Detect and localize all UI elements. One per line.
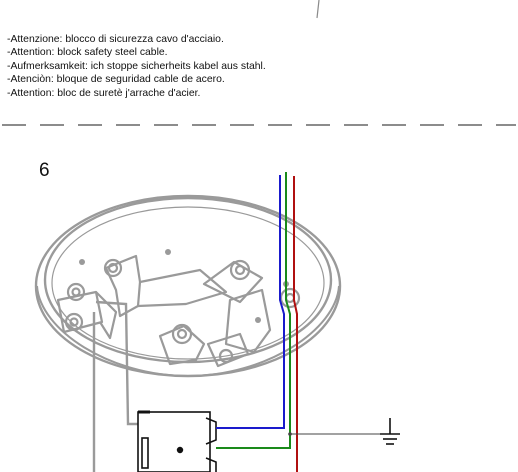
note-english: -Attention: block safety steel cable.	[7, 47, 168, 59]
cable-clamp-brackets	[56, 254, 301, 368]
note-spanish: -Atenciòn: bloque de seguridad cable de …	[7, 74, 225, 86]
wire-blue	[216, 175, 285, 429]
step-number: 6	[39, 160, 50, 181]
wire-green	[216, 172, 291, 449]
wire-red	[293, 176, 298, 472]
note-italian: -Attenzione: blocco di sicurezza cavo d'…	[7, 34, 224, 45]
top-edge-line	[316, 0, 320, 19]
note-french: -Attention: bloc de suretè j'arrache d'a…	[7, 87, 201, 99]
ground-symbol-icon	[380, 418, 400, 445]
power-wires	[216, 172, 298, 472]
steel-safety-cables	[92, 300, 138, 472]
ground-connection	[288, 418, 400, 445]
note-german: -Aufmerksamkeit: ich stoppe sicherheits …	[7, 60, 266, 72]
terminal-block	[137, 410, 217, 472]
safety-notes: -Attenzione: blocco di sicurezza cavo d'…	[7, 33, 266, 100]
